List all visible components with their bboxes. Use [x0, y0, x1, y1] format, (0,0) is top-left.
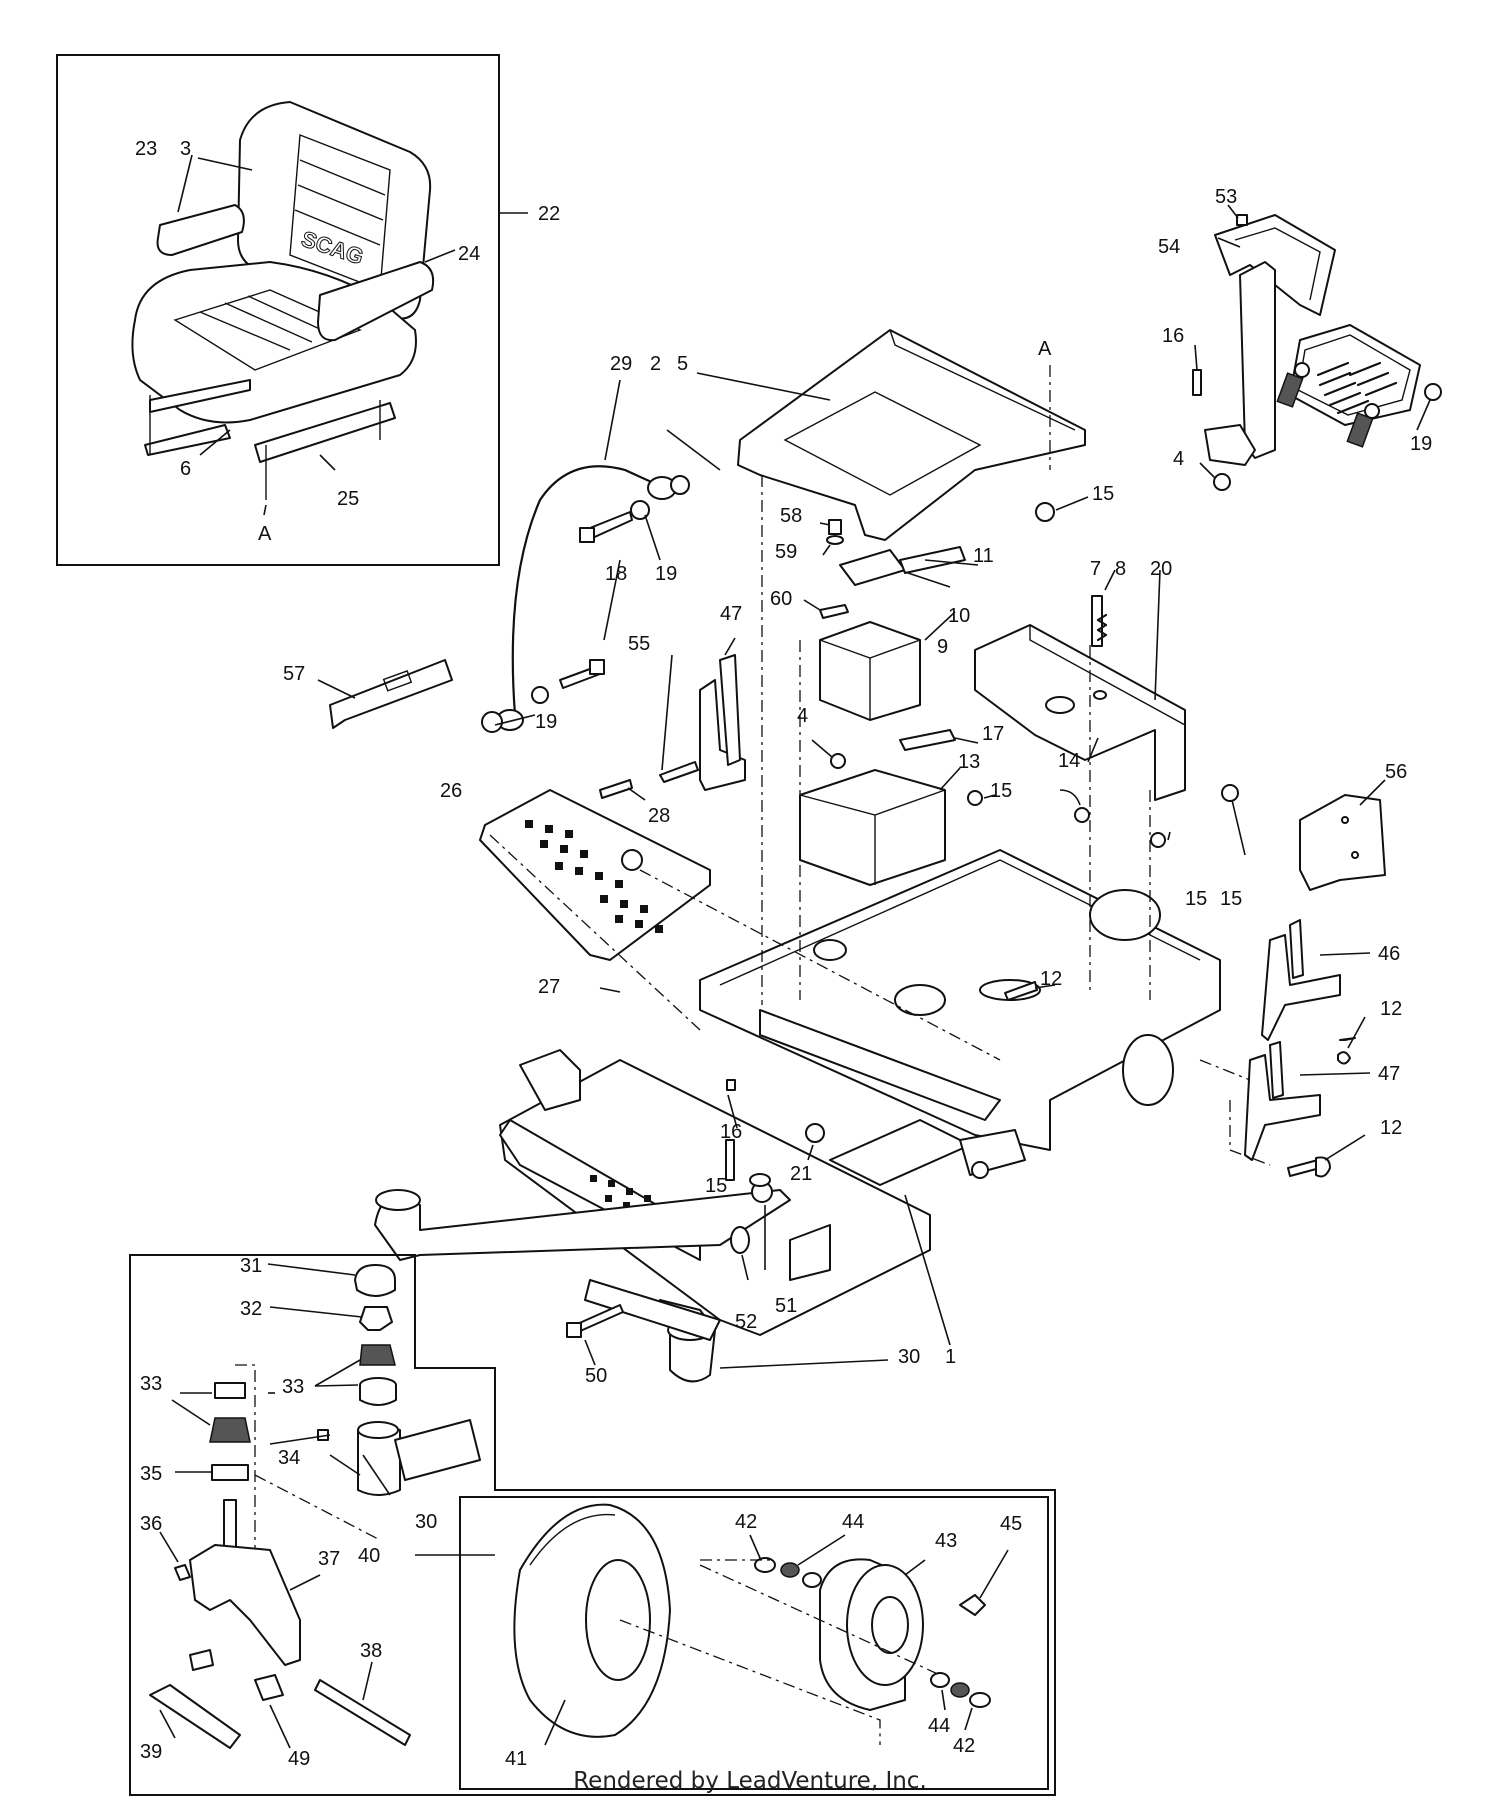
- part-label-29: 29: [610, 353, 632, 375]
- part-label-16a: 16: [1162, 325, 1184, 347]
- part-label-39: 39: [140, 1741, 162, 1763]
- bolt-group-18: [481, 475, 690, 733]
- part-label-5: 5: [677, 353, 688, 375]
- part-label-15b: 15: [990, 780, 1012, 802]
- part-label-42b: 42: [953, 1735, 975, 1757]
- part-label-56: 56: [1385, 761, 1407, 783]
- part-label-30b: 30: [415, 1511, 437, 1533]
- part-label-27: 27: [538, 976, 560, 998]
- render-credit: Rendered by LeadVenture, Inc.: [573, 1768, 927, 1794]
- part-label-11: 11: [973, 545, 994, 567]
- part-label-47a: 47: [720, 603, 742, 625]
- part-label-30a: 30: [898, 1346, 920, 1368]
- part-label-35: 35: [140, 1463, 162, 1485]
- part-label-36: 36: [140, 1513, 162, 1535]
- part-label-26: 26: [440, 780, 462, 802]
- part-label-7: 7: [1090, 558, 1101, 580]
- part-label-59: 59: [775, 541, 797, 563]
- part-label-33b: 33: [282, 1376, 304, 1398]
- part-label-44a: 44: [842, 1511, 864, 1533]
- part-label-57: 57: [283, 663, 305, 685]
- part-label-24: 24: [458, 243, 480, 265]
- part-label-52: 52: [735, 1311, 757, 1333]
- part-label-17: 17: [982, 723, 1004, 745]
- part-label-33a: 33: [140, 1373, 162, 1395]
- part-label-15c: 15: [1185, 888, 1207, 910]
- part-label-60: 60: [770, 588, 792, 610]
- part-label-45: 45: [1000, 1513, 1022, 1535]
- foot-platform: [479, 779, 711, 961]
- part-label-14: 14: [1058, 750, 1080, 772]
- part-label-43: 43: [935, 1530, 957, 1552]
- part-label-21: 21: [790, 1163, 812, 1185]
- part-label-32: 32: [240, 1298, 262, 1320]
- part-label-42a: 42: [735, 1511, 757, 1533]
- part-label-58: 58: [780, 505, 802, 527]
- part-label-49: 49: [288, 1748, 310, 1770]
- part-label-53: 53: [1215, 186, 1237, 208]
- part-label-38: 38: [360, 1640, 382, 1662]
- seat-assembly-inset: SCAG: [56, 54, 528, 566]
- part-label-4: 4: [797, 705, 808, 727]
- part-label-15a: 15: [1092, 483, 1114, 505]
- wheel-inset: [459, 1496, 1049, 1790]
- part-label-19c: 19: [1410, 433, 1432, 455]
- part-label-6: 6: [180, 458, 191, 480]
- part-label-3: 3: [180, 138, 191, 160]
- part-label-1: 1: [945, 1346, 956, 1368]
- view-label-a-top: A: [1038, 338, 1052, 360]
- part-label-46: 46: [1378, 943, 1400, 965]
- part-label-40: 40: [358, 1545, 380, 1567]
- part-label-9: 9: [937, 636, 948, 658]
- part-label-37: 37: [318, 1548, 340, 1570]
- part-label-47b: 47: [1378, 1063, 1400, 1085]
- part-label-18: 18: [605, 563, 627, 585]
- part-label-15d: 15: [1220, 888, 1242, 910]
- part-label-4b: 4: [1173, 448, 1184, 470]
- part-label-50: 50: [585, 1365, 607, 1387]
- part-label-16b: 16: [720, 1121, 742, 1143]
- part-label-44b: 44: [928, 1715, 950, 1737]
- part-label-10: 10: [948, 605, 970, 627]
- part-label-19a: 19: [655, 563, 677, 585]
- part-label-51: 51: [775, 1295, 797, 1317]
- part-label-19b: 19: [535, 711, 557, 733]
- step-assembly: [1192, 204, 1442, 491]
- part-label-22: 22: [538, 203, 560, 225]
- part-label-12b: 12: [1380, 998, 1402, 1020]
- part-labels: 1 2 3 4 4 5 6 7 8 9 10 11 12 12 12 13 14…: [135, 138, 1432, 1770]
- battery-group: [799, 519, 979, 886]
- part-label-54: 54: [1158, 236, 1180, 258]
- part-label-34: 34: [278, 1447, 300, 1469]
- fender-cover: [974, 569, 1246, 856]
- part-label-28: 28: [648, 805, 670, 827]
- part-label-23: 23: [135, 138, 157, 160]
- part-label-25: 25: [337, 488, 359, 510]
- part-label-12c: 12: [1380, 1117, 1402, 1139]
- part-label-2: 2: [650, 353, 661, 375]
- part-label-55: 55: [628, 633, 650, 655]
- part-label-12a: 12: [1040, 968, 1062, 990]
- part-label-20: 20: [1150, 558, 1172, 580]
- part-label-41: 41: [505, 1748, 527, 1770]
- part-label-13: 13: [958, 751, 980, 773]
- seat-plate: [666, 329, 1086, 541]
- part-label-31: 31: [240, 1255, 262, 1277]
- caster-inset: [129, 1254, 1056, 1796]
- part-label-15e: 15: [705, 1175, 727, 1197]
- view-label-a-seat: A: [258, 523, 272, 545]
- part-label-8: 8: [1115, 558, 1126, 580]
